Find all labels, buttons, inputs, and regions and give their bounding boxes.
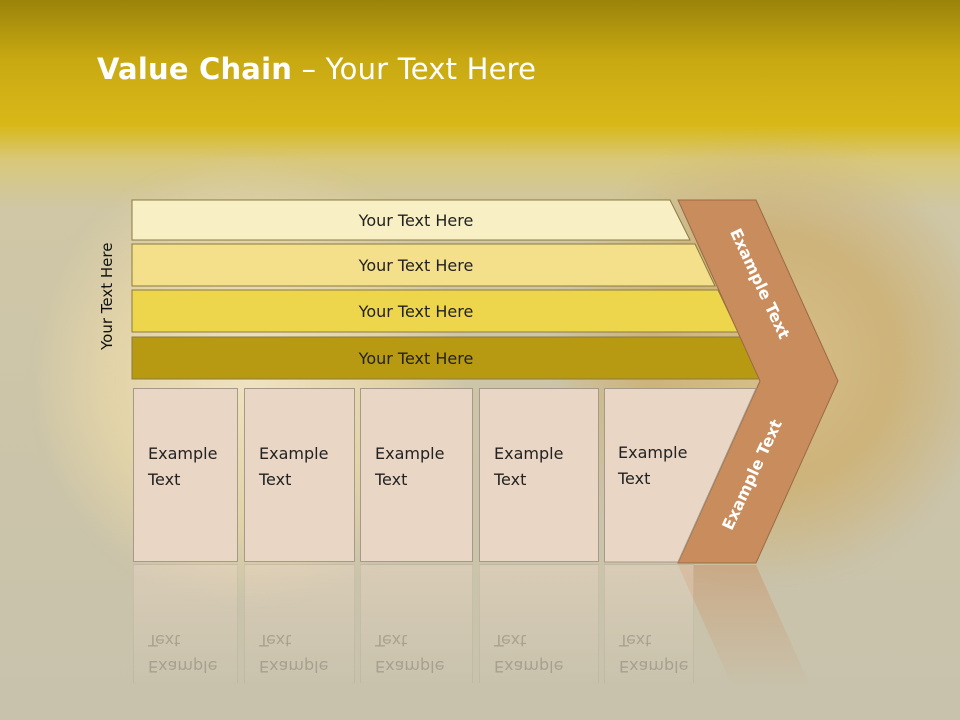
activity-box-label: Example Text [618, 443, 688, 488]
reflection-label: Example Text [494, 631, 564, 676]
value-bar-label-1: Your Text Here [358, 211, 474, 230]
reflection-label: Example Text [619, 631, 689, 676]
value-bar-1 [131, 199, 691, 241]
activity-box-reflection: Example Text [479, 564, 599, 684]
activity-box-polygon [604, 388, 757, 563]
value-bar-2 [131, 243, 716, 287]
activity-box-reflection: Example Text [604, 564, 694, 684]
activity-box-4: Example Text [479, 388, 599, 562]
reflection-label: Example Text [148, 631, 218, 676]
chevron-reflection [678, 565, 812, 690]
value-bar-label-3: Your Text Here [358, 302, 474, 321]
activity-box-reflection: Example Text [244, 564, 355, 684]
value-bar-label-4: Your Text Here [358, 349, 474, 368]
activity-box-reflection: Example Text [133, 564, 238, 684]
activity-box-5: Example Text [604, 388, 762, 563]
activity-box-label: Example Text [148, 444, 218, 489]
activity-box-label: Example Text [375, 444, 445, 489]
activity-box-1: Example Text [133, 388, 238, 562]
reflection-label: Example Text [375, 631, 445, 676]
activity-box-2: Example Text [244, 388, 355, 562]
activity-box-label: Example Text [494, 444, 564, 489]
activity-box-reflection: Example Text [360, 564, 473, 684]
activity-box-shape [604, 388, 757, 563]
reflection-label: Example Text [259, 631, 329, 676]
activity-box-label: Example Text [259, 444, 329, 489]
title-rest: – Your Text Here [292, 52, 537, 86]
page-title: Value Chain – Your Text Here [97, 52, 536, 86]
activity-box-3: Example Text [360, 388, 473, 562]
chevron-arrow [677, 199, 839, 564]
value-bar-label-2: Your Text Here [358, 256, 474, 275]
title-bold: Value Chain [97, 52, 293, 86]
